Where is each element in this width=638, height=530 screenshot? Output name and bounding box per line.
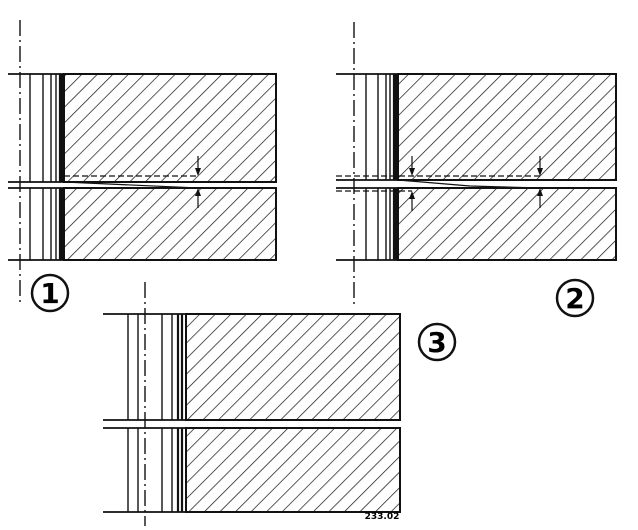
- hatched-block-lower: [63, 187, 277, 261]
- arrow-up-icon: [195, 188, 201, 196]
- arrow-up-icon: [409, 191, 415, 199]
- figure-1: [8, 20, 277, 302]
- arrow-down-icon: [409, 168, 415, 176]
- figure-label-2: 2: [555, 278, 595, 318]
- svg-text:1: 1: [40, 277, 59, 310]
- figure-label-1: 1: [30, 273, 70, 313]
- deformation-line: [63, 181, 199, 189]
- figure-label-3: 3: [417, 322, 457, 362]
- svg-text:2: 2: [565, 282, 584, 315]
- hatched-block-lower: [397, 187, 617, 261]
- svg-text:3: 3: [427, 326, 446, 359]
- arrow-up-icon: [537, 188, 543, 196]
- figure-2: [336, 22, 617, 305]
- arrow-down-icon: [537, 168, 543, 176]
- hatched-block-upper: [185, 313, 401, 421]
- arrow-down-icon: [195, 168, 201, 176]
- hatched-block-upper: [397, 73, 617, 181]
- hatched-block-lower: [185, 427, 401, 513]
- figure-3: [103, 282, 401, 526]
- deformation-line: [397, 179, 541, 189]
- hatched-block-upper: [63, 73, 277, 183]
- drawing-number: 233.02: [365, 512, 400, 522]
